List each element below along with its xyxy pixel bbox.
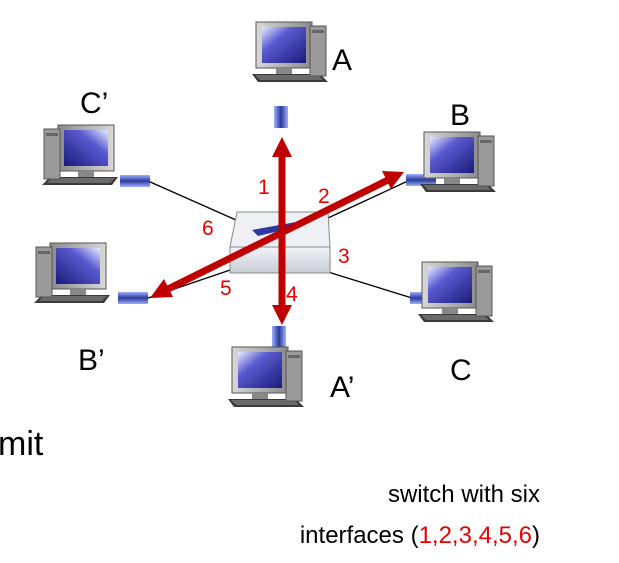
arrowhead-right xyxy=(382,171,404,189)
link-b xyxy=(327,179,411,219)
port-label-2: 2 xyxy=(318,185,330,208)
host-label-a-prime: A’ xyxy=(330,371,354,404)
arrows xyxy=(150,137,404,325)
caption-line-2: interfaces (1,2,3,4,5,6) xyxy=(300,522,540,549)
port-label-5: 5 xyxy=(220,277,232,300)
caption-prefix: interfaces ( xyxy=(300,522,419,549)
host-label-c: C xyxy=(450,354,472,387)
port-label-1: 1 xyxy=(258,176,270,199)
host-label-a: A xyxy=(332,44,352,77)
host-label-b-prime: B’ xyxy=(78,344,105,377)
caption-line-1: switch with six xyxy=(388,481,540,508)
arrow-b-to-b-prime xyxy=(164,176,390,294)
host-c-prime-computer xyxy=(41,124,119,186)
link-c-prime xyxy=(147,180,237,221)
caption-port-list: 1,2,3,4,5,6 xyxy=(419,522,532,549)
left-text-fragment: mit xyxy=(0,425,44,463)
host-a-prime-computer xyxy=(227,346,305,408)
host-label-c-prime: C’ xyxy=(80,87,108,120)
host-a-computer xyxy=(251,21,329,83)
port-label-4: 4 xyxy=(286,283,298,306)
host-b-prime-computer xyxy=(33,242,111,304)
switch-arrows-icon xyxy=(252,222,300,236)
port-label-3: 3 xyxy=(338,245,350,268)
caption-suffix: ) xyxy=(532,522,540,549)
link-c xyxy=(327,271,413,299)
host-label-b: B xyxy=(450,99,470,132)
arrowhead-down xyxy=(272,305,292,325)
arrowhead-up xyxy=(272,137,292,157)
host-c-computer xyxy=(417,261,495,323)
connectors xyxy=(118,106,440,348)
arrowhead-left xyxy=(150,279,173,298)
port-label-6: 6 xyxy=(202,217,214,240)
